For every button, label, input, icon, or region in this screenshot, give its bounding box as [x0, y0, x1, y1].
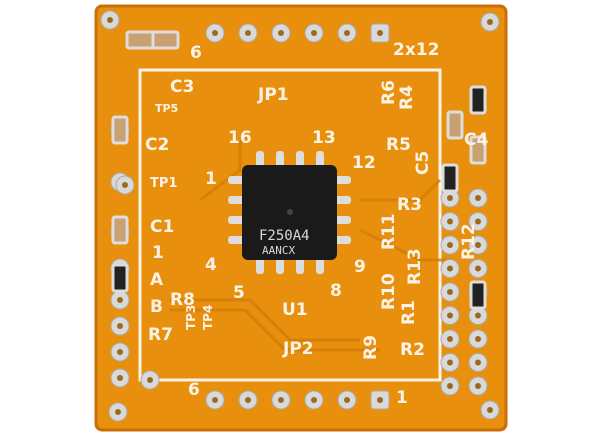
silk-label-tp3: TP3 [184, 305, 198, 330]
smd-component [446, 110, 464, 140]
chip: F250A4 AANCX [228, 151, 351, 274]
silk-label-r6: R6 [379, 80, 399, 105]
silk-label-six_top: 6 [190, 43, 202, 63]
silk-label-r3: R3 [397, 195, 422, 215]
smd-component [111, 115, 129, 145]
silk-label-b: B [150, 297, 163, 317]
silk-label-one_left: 1 [152, 243, 164, 263]
smd-component [111, 215, 129, 245]
silk-label-pin5: 5 [233, 283, 245, 303]
silk-label-r13: R13 [405, 248, 425, 285]
silk-label-pin8: 8 [330, 281, 342, 301]
silk-label-c3: C3 [170, 77, 194, 97]
smd-component [441, 163, 459, 193]
silk-label-r2: R2 [400, 340, 425, 360]
silk-label-jp2: JP2 [282, 339, 314, 359]
board-outline-silkscreen [138, 68, 442, 382]
silk-label-tp4: TP4 [201, 305, 215, 330]
silk-label-r5: R5 [386, 135, 411, 155]
silk-label-pin9: 9 [354, 257, 366, 277]
smd-component [150, 30, 180, 50]
silk-label-pin16: 16 [228, 128, 252, 148]
silk-label-pin1: 1 [205, 169, 217, 189]
silk-label-c5: C5 [413, 151, 433, 175]
silk-label-jp1: JP1 [257, 85, 289, 105]
chip-marking-line1: F250A4 [259, 228, 310, 244]
silk-label-c1: C1 [150, 217, 174, 237]
traces [170, 140, 450, 352]
silk-label-tp1: TP1 [150, 176, 177, 191]
silk-label-r10: R10 [379, 273, 399, 310]
silk-label-r12: R12 [459, 223, 479, 260]
silk-label-tp5: TP5 [155, 102, 178, 115]
silk-label-pin13: 13 [312, 128, 336, 148]
chip-marking-line2: AANCX [262, 244, 295, 257]
smd-component [111, 263, 129, 293]
smd-component [469, 135, 487, 165]
silk-label-u1: U1 [282, 300, 308, 320]
smd-component [469, 280, 487, 310]
silk-label-r4: R4 [397, 85, 417, 110]
silk-label-r7: R7 [148, 325, 173, 345]
silk-label-r11: R11 [379, 213, 399, 250]
silk-label-c2: C2 [145, 135, 169, 155]
silk-label-pin12: 12 [352, 153, 376, 173]
silk-label-a: A [150, 270, 164, 290]
silk-label-c4: C4 [464, 130, 488, 150]
silk-label-r1: R1 [399, 300, 419, 325]
silk-label-header: 2x12 [393, 40, 439, 60]
silk-label-pin4: 4 [205, 255, 217, 275]
silk-label-r8: R8 [170, 290, 195, 310]
silk-label-six_bottom: 6 [188, 380, 200, 400]
smd-component [125, 30, 155, 50]
silk-label-one_bottom: 1 [396, 388, 408, 408]
smd-component [469, 85, 487, 115]
silk-label-r9: R9 [361, 335, 381, 360]
pads [100, 10, 500, 422]
